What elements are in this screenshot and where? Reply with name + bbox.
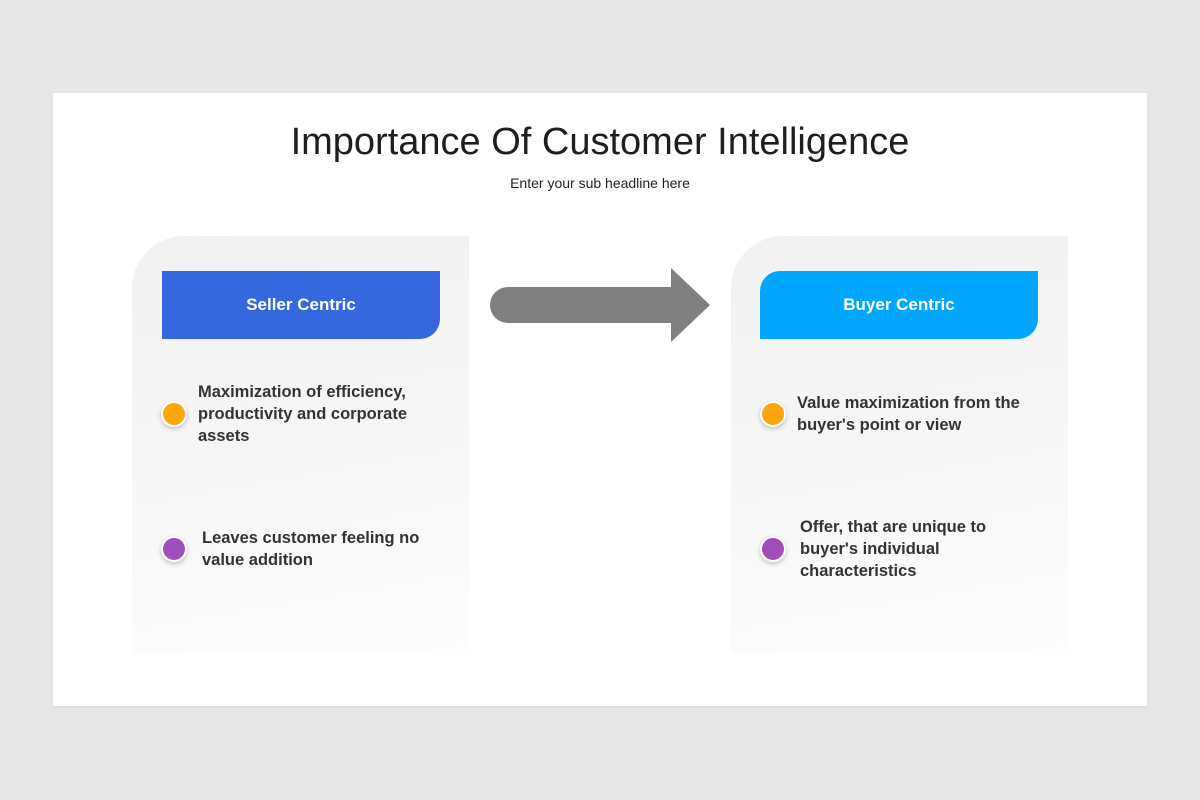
buyer-point-2-dot xyxy=(760,536,786,562)
seller-point-2-dot xyxy=(161,536,187,562)
buyer-point-1-dot xyxy=(760,401,786,427)
arrow-shape xyxy=(490,268,710,342)
slide-title: Importance Of Customer Intelligence xyxy=(290,121,910,163)
seller-point-2-text: Leaves customer feeling no value additio… xyxy=(202,529,420,569)
slide-subtitle: Enter your sub headline here xyxy=(510,175,690,191)
seller-point-1-dot xyxy=(161,401,187,427)
buyer-point-1-text: Value maximization from the buyer's poin… xyxy=(797,394,1020,434)
buyer-point-2-text: Offer, that are unique to buyer's indivi… xyxy=(800,518,987,580)
buyer-centric-header: Buyer Centric xyxy=(760,271,1038,339)
seller-centric-header: Seller Centric xyxy=(162,271,440,339)
seller-point-1-text: Maximization of efficiency, productivity… xyxy=(198,383,408,445)
transition-arrow-icon xyxy=(490,268,710,342)
